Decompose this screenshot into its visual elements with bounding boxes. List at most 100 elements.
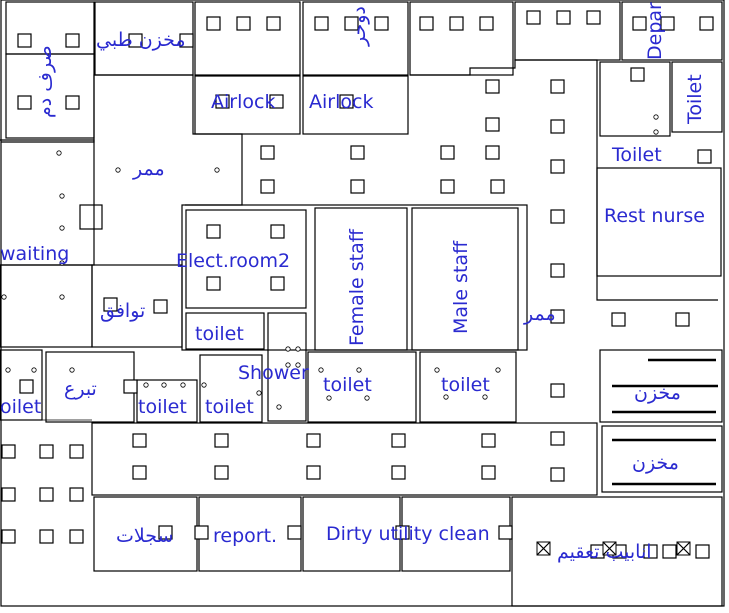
structural-columns — [1, 10, 714, 559]
label-donation: تبرع — [64, 378, 97, 400]
label-medical-store: مخزن طبي — [96, 29, 186, 51]
label-station: توافق — [100, 300, 146, 322]
fixture-dot — [295, 346, 301, 352]
label-toilet-right-vertical: Toilet — [684, 74, 706, 124]
fixture-dot — [364, 395, 370, 401]
fixture-dot — [180, 382, 186, 388]
column-square — [419, 16, 434, 31]
room-outline — [194, 1, 301, 76]
fixture-dot — [56, 150, 62, 156]
column-square — [550, 383, 565, 398]
column-square — [630, 67, 645, 82]
crossed-column — [536, 541, 551, 556]
toilet-row — [0, 349, 723, 496]
column-square — [287, 525, 302, 540]
label-male-staff: Male staff — [450, 240, 472, 334]
label-toilet-male: toilet — [441, 374, 490, 396]
column-square — [440, 179, 455, 194]
fixture-dot — [285, 362, 291, 368]
column-square — [339, 94, 354, 109]
label-female-staff: Female staff — [346, 229, 368, 346]
room-outline — [599, 349, 723, 423]
room-outline — [267, 312, 307, 422]
column-square — [550, 79, 565, 94]
column-square — [643, 544, 658, 559]
label-elect-room: Elect.room2 — [176, 250, 291, 272]
label-waiting: waiting — [0, 243, 70, 265]
column-square — [550, 263, 565, 278]
column-square — [660, 16, 675, 31]
room-outline — [91, 422, 598, 496]
label-toilet-2: toilet — [138, 396, 187, 418]
room-outline — [601, 425, 723, 493]
room-outline — [185, 209, 307, 309]
label-toilet-mid: toilet — [195, 323, 244, 345]
fixture-dot — [201, 382, 207, 388]
room-outline — [302, 1, 409, 76]
room-outline — [136, 379, 198, 423]
label-blood-bank: صرف دم — [34, 45, 56, 118]
column-square — [675, 312, 690, 327]
column-square — [1, 444, 16, 459]
column-square — [498, 525, 513, 540]
fixture-dot — [69, 367, 75, 373]
column-square — [699, 16, 714, 31]
fixture-dot — [59, 260, 65, 266]
label-airlock-1: Airlock — [211, 91, 276, 113]
column-square — [153, 299, 168, 314]
column-square — [391, 433, 406, 448]
label-report: report. — [213, 525, 278, 547]
label-toilet-left: oilet — [0, 396, 42, 418]
column-square — [103, 297, 118, 312]
column-square — [158, 525, 173, 540]
column-square — [206, 276, 221, 291]
label-sterile-pipes: انابيب تعقيم — [557, 541, 652, 563]
column-square — [314, 16, 329, 31]
column-square — [550, 209, 565, 224]
column-square — [611, 312, 626, 327]
column-square — [266, 16, 281, 31]
fixture-dot — [434, 367, 440, 373]
column-square — [550, 309, 565, 324]
column-square — [550, 159, 565, 174]
label-airlock-2: Airlock — [309, 91, 374, 113]
room-outline — [302, 75, 409, 135]
store-shelves — [612, 358, 718, 486]
column-square — [485, 117, 500, 132]
label-dirty-utility: Dirty utility clean — [326, 523, 490, 545]
column-square — [19, 379, 34, 394]
fixture-dot — [161, 382, 167, 388]
column-square — [550, 467, 565, 482]
column-square — [440, 145, 455, 160]
room-outline — [185, 312, 265, 350]
column-square — [481, 465, 496, 480]
column-square — [132, 465, 147, 480]
fixture-dot — [285, 346, 291, 352]
column-square — [206, 224, 221, 239]
column-square — [449, 16, 464, 31]
bottom-row-rooms — [0, 419, 723, 607]
column-square — [39, 529, 54, 544]
column-square — [214, 465, 229, 480]
column-square — [206, 16, 221, 31]
column-square — [123, 379, 138, 394]
column-square — [556, 10, 571, 25]
fixture-dot — [443, 394, 449, 400]
column-square — [526, 10, 541, 25]
room-outline — [0, 264, 93, 348]
fixture-dot — [356, 367, 362, 373]
room-outline — [307, 351, 417, 423]
column-square — [306, 465, 321, 480]
label-store-1: مخزن — [634, 382, 681, 404]
column-square — [215, 94, 230, 109]
column-square — [632, 16, 647, 31]
label-toilet-female: toilet — [323, 374, 372, 396]
column-square — [69, 487, 84, 502]
column-square — [69, 444, 84, 459]
room-outline — [199, 354, 263, 423]
column-square — [270, 224, 285, 239]
column-square — [69, 529, 84, 544]
column-square — [374, 16, 389, 31]
